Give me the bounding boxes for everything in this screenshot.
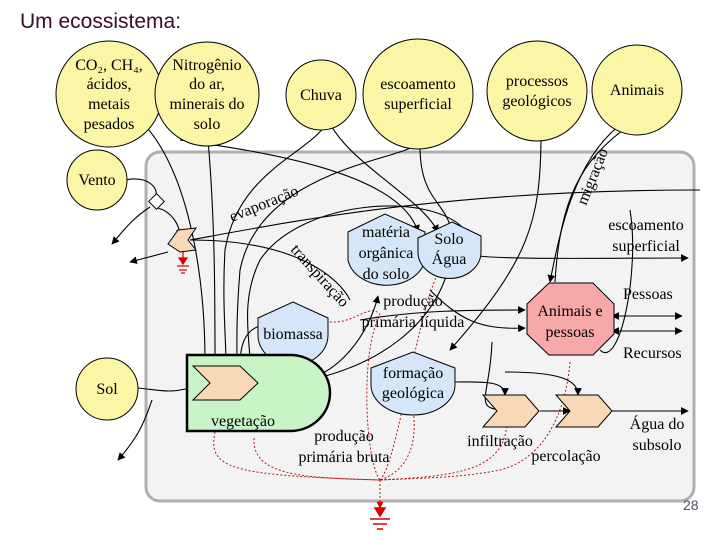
slide-title: Um ecossistema: (20, 10, 182, 33)
page-number: 28 (683, 497, 699, 513)
storage-biomass[interactable]: biomassa (257, 301, 329, 366)
svg-text:Animais: Animais (610, 82, 664, 99)
label-resources: Recursos (623, 345, 682, 362)
svg-text:Chuva: Chuva (300, 87, 342, 104)
source-animals[interactable]: Animais (591, 44, 683, 136)
source-wind[interactable]: Vento (66, 149, 128, 211)
wind-interaction-icon (167, 227, 198, 253)
svg-text:Sol: Sol (96, 381, 118, 398)
wind-switch-icon (148, 193, 165, 210)
infiltration-interaction-icon (481, 394, 540, 428)
source-sun[interactable]: Sol (75, 357, 139, 421)
label-people: Pessoas (623, 286, 673, 303)
svg-text:biomassa: biomassa (263, 326, 323, 343)
producer-vegetation[interactable]: vegetação (185, 353, 332, 433)
svg-text:vegetação: vegetação (211, 413, 275, 430)
percolation-interaction-icon (554, 394, 613, 428)
heat-sink-bottom-icon (370, 507, 390, 530)
label-infiltration: infiltração (467, 433, 533, 450)
source-rain[interactable]: Chuva (285, 59, 357, 131)
label-percolation: percolação (531, 448, 600, 465)
heat-flows (213, 257, 571, 509)
svg-text:Vento: Vento (78, 172, 115, 189)
heat-sink-wind-icon (177, 252, 189, 274)
